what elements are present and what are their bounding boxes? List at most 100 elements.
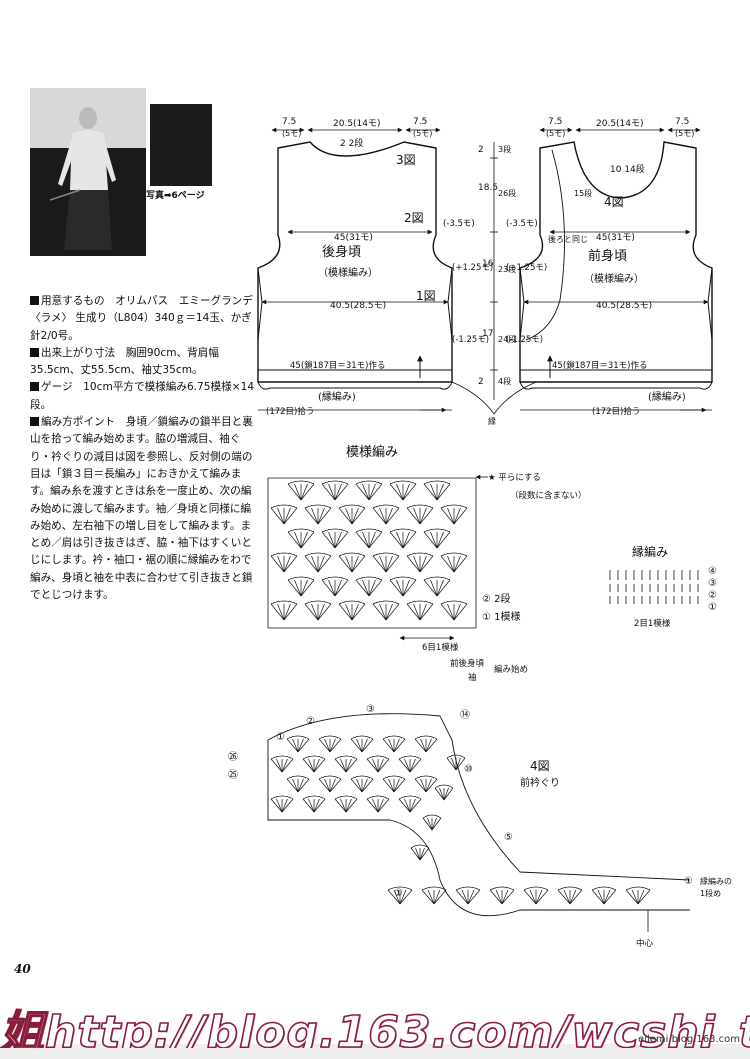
stitch-symbol: [382, 738, 395, 753]
stitch-symbol: [317, 507, 325, 525]
stitch-symbol: [372, 600, 400, 605]
stitch-symbol: [409, 758, 416, 773]
stitch-symbol: [440, 600, 468, 605]
stitch-symbol: [372, 798, 379, 813]
stitch-row2: ② 2段: [482, 592, 511, 605]
stitch-symbol: [294, 531, 302, 549]
stitch-symbol: [434, 787, 445, 801]
stitch-symbol: [317, 555, 332, 573]
stitch-symbol: [385, 507, 393, 525]
stitch-symbol: [294, 579, 302, 597]
back-side-dec: (-1.25モ): [452, 335, 489, 345]
stitch-symbol: [443, 787, 454, 801]
front-shoulder-width: 7.5: [548, 117, 562, 127]
fig4-r14: ⑭: [460, 709, 470, 721]
stitch-symbol: [603, 889, 611, 905]
stitch-symbol: [283, 507, 291, 525]
stitch-symbol: [287, 483, 302, 501]
stitch-symbol: [421, 889, 435, 905]
stitch-symbol: [304, 600, 332, 605]
edging-repeat: 2目1模様: [634, 618, 671, 629]
v-lower-rows: 24段: [498, 334, 516, 344]
stitch-symbol: [436, 531, 451, 549]
page-number: 40: [14, 962, 31, 976]
stitch-symbol: [372, 603, 387, 621]
stitch-symbol: [419, 847, 430, 861]
stitch-symbol: [283, 507, 298, 525]
stitch-symbol: [422, 814, 442, 819]
stitch-symbol: [453, 555, 461, 573]
stitch-symbol: [328, 483, 336, 501]
stitch-symbol: [308, 758, 315, 773]
v-armhole-rows: 26段: [498, 188, 516, 198]
stitch-symbol: [270, 795, 294, 800]
stitch-symbol: [410, 847, 421, 861]
fig4-edge-label1: 縁編みの: [700, 876, 732, 886]
stitch-symbol: [446, 757, 457, 771]
stitch-symbol: [270, 504, 298, 509]
stitch-symbol: [311, 603, 319, 621]
stitch-symbol: [430, 579, 438, 597]
stitch-symbol: [329, 778, 336, 793]
stitch-symbol: [443, 787, 449, 801]
back-title: 後身頃: [322, 244, 361, 260]
stitch-symbol: [345, 758, 352, 773]
stitch-symbol: [345, 555, 353, 573]
stitch-symbol: [399, 889, 407, 905]
stitch-symbol: [389, 531, 404, 549]
stitch-symbol: [455, 757, 461, 771]
back-armhole-dec: (-3.5モ): [443, 219, 475, 229]
stitch-symbol: [287, 480, 315, 485]
v-lower: 17: [482, 329, 493, 339]
stitch-symbol: [430, 531, 438, 549]
fig4-r1-bottom: ①: [394, 888, 403, 899]
stitch-note-star: ★ 平らにする: [488, 473, 541, 483]
watermark-main: 姐http://blog.163.com/wcshi_the: [0, 1006, 750, 1048]
fig3-label: 3図: [396, 153, 416, 167]
stitch-symbol: [382, 775, 406, 780]
stitch-symbol: [355, 576, 383, 581]
back-pickup: (172目)拾う: [266, 406, 314, 417]
stitch-symbol: [389, 480, 417, 485]
stitch-symbol: [318, 775, 342, 780]
stitch-symbol: [281, 798, 294, 813]
stitch-symbol: [318, 738, 331, 753]
stitch-symbol: [495, 889, 503, 905]
stitch-symbol: [409, 798, 416, 813]
model-figure: [50, 107, 116, 250]
stitch-symbol: [334, 755, 358, 760]
fig4-r1-edge: ①: [684, 876, 693, 887]
stitch-symbol: [389, 579, 404, 597]
stitch-symbol: [402, 483, 410, 501]
stitch-symbol: [436, 579, 444, 597]
stitch-symbol: [453, 555, 468, 573]
stitch-symbol: [382, 778, 395, 793]
stitch-symbol: [300, 483, 308, 501]
back-bodice-schematic: 7.5 (5モ) 20.5(14モ) 7.5 (5モ) 2 2段 3図 2図 1…: [257, 117, 493, 417]
front-chest: 45(31モ): [596, 233, 635, 243]
back-hem: 45(鎖187目＝31モ)作る: [290, 360, 386, 371]
stitch-symbol: [377, 758, 390, 773]
stitch-symbol: [387, 889, 401, 905]
v-mid: 16: [482, 259, 494, 269]
stitch-symbol: [270, 507, 285, 525]
stitch-symbol: [447, 507, 455, 525]
stitch-symbol: [334, 579, 349, 597]
stitch-symbol: [396, 483, 404, 501]
stitch-symbol: [523, 889, 537, 905]
stitch-symbol: [523, 886, 549, 891]
stitch-symbol: [455, 889, 469, 905]
stitch-symbol: [338, 603, 353, 621]
stitch-symbol: [569, 889, 583, 905]
stitch-symbol: [447, 603, 455, 621]
stitch-symbol: [350, 778, 363, 793]
stitch-symbol: [345, 798, 352, 813]
stitch-symbol: [297, 738, 304, 753]
stitch-symbol: [329, 778, 342, 793]
edging-row2: ②: [708, 590, 717, 601]
stitch-symbol: [501, 889, 515, 905]
stitch-symbol: [334, 758, 347, 773]
stitch-symbol: [414, 738, 427, 753]
stitch-symbol: [425, 778, 438, 793]
stitch-symbol: [399, 889, 413, 905]
